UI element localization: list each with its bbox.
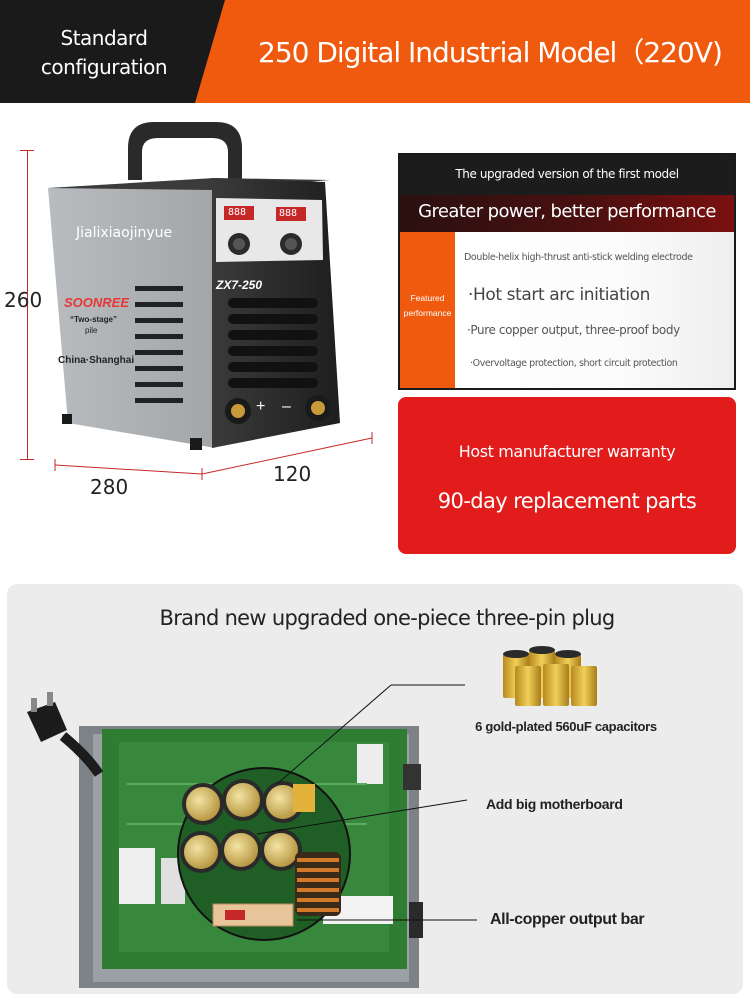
height-dimension-tick-top: [20, 150, 34, 151]
warranty-line1: Host manufacturer warranty: [458, 442, 676, 461]
upgrade-headline: Greater power, better performance: [418, 201, 716, 222]
welder-logo: SOONREE: [64, 295, 130, 310]
internals-section: Brand new upgraded one-piece three-pin p…: [7, 584, 743, 994]
welder-machine-image: [48, 122, 340, 450]
upgrade-features-card: The upgraded version of the first model …: [398, 153, 736, 390]
width-dimension-label: 280: [90, 475, 129, 499]
height-dimension-label: 260: [4, 288, 43, 312]
copper-bar-label: All-copper output bar: [490, 911, 645, 928]
welder-display-left: 888: [228, 207, 247, 218]
welder-logo-sub2: pile: [85, 326, 98, 335]
warranty-line2: 90-day replacement parts: [437, 489, 697, 513]
welder-model: ZX7-250: [216, 278, 263, 292]
feature-item: ·Hot start arc initiation: [468, 285, 651, 305]
header-banner: Standard configuration 250 Digital Indus…: [0, 0, 750, 103]
height-dimension-line: [27, 150, 28, 460]
feature-item: ·Overvoltage protection, short circuit p…: [470, 358, 678, 369]
welder-internals-image: [27, 646, 597, 988]
welder-brand-text: Jialixiaojinyue: [76, 225, 173, 241]
height-dimension-tick-bottom: [20, 459, 34, 460]
header-black-panel: [0, 0, 230, 103]
welder-plus-sign: +: [256, 398, 266, 415]
motherboard-label: Add big motherboard: [486, 796, 623, 812]
welder-minus-sign: –: [282, 398, 291, 415]
upgrade-header-band: The upgraded version of the first model …: [400, 155, 734, 232]
capacitor-label: 6 gold-plated 560uF capacitors: [475, 719, 657, 734]
standard-line1: Standard: [60, 26, 149, 50]
page-title: 250 Digital Industrial Model（220V): [258, 36, 723, 69]
feature-list: Double-helix high-thrust anti-stick weld…: [455, 232, 734, 388]
feature-item: ·Pure copper output, three-proof body: [467, 323, 680, 337]
welder-origin: China·Shanghai: [58, 355, 135, 366]
depth-dimension-label: 120: [273, 462, 312, 486]
standard-line2: configuration: [40, 55, 168, 79]
featured-performance-tab: Featured performance: [400, 232, 455, 388]
standard-configuration-label: Standard configuration: [20, 24, 188, 82]
feature-item: Double-helix high-thrust anti-stick weld…: [464, 252, 693, 263]
header-orange-panel: [195, 0, 750, 103]
base-dimension-lines: [54, 432, 373, 480]
featured-label: Featured: [410, 293, 445, 303]
upgrade-subtitle: The upgraded version of the first model: [455, 167, 679, 181]
warranty-card: Host manufacturer warranty 90-day replac…: [398, 397, 736, 554]
performance-label: performance: [403, 308, 452, 318]
internals-title: Brand new upgraded one-piece three-pin p…: [159, 606, 616, 630]
welder-display-right: 888: [279, 208, 298, 219]
welder-logo-sub1: “Two-stage”: [70, 315, 117, 324]
